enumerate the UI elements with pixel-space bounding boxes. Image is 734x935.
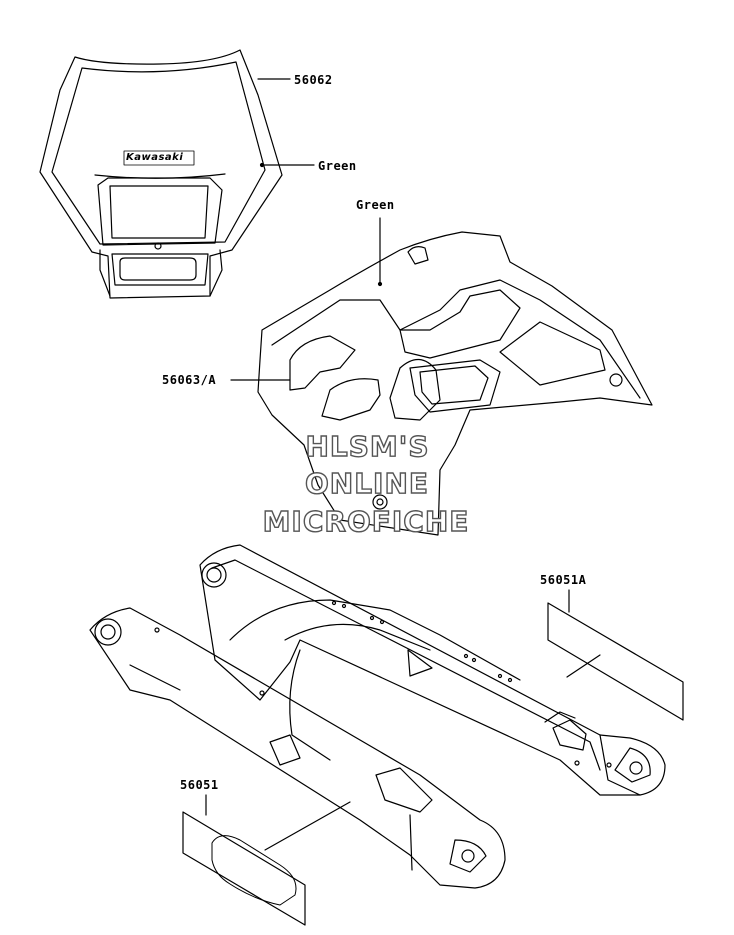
part-number-56051a: 56051A: [540, 573, 587, 587]
part-number-56051: 56051: [180, 778, 219, 792]
part-number-56062: 56062: [294, 73, 333, 87]
watermark-line-1: HLSM'S: [305, 429, 430, 463]
swingarm-decal-56051-drawing: [182, 794, 351, 926]
color-note-shroud: Green: [356, 198, 395, 212]
swingarm-decal-56051a-drawing: [547, 589, 684, 721]
color-note-headlight: Green: [318, 159, 357, 173]
watermark-line-2: ONLINE: [304, 466, 430, 500]
brand-logo-text: Kawasaki: [126, 152, 184, 163]
swingarm-drawing: [89, 544, 666, 889]
headlight-cover-drawing: [39, 49, 315, 299]
watermark-line-3: MICROFICHE: [262, 504, 470, 538]
shroud-decal-drawing: [230, 217, 653, 536]
part-number-56063a: 56063/A: [162, 373, 217, 387]
